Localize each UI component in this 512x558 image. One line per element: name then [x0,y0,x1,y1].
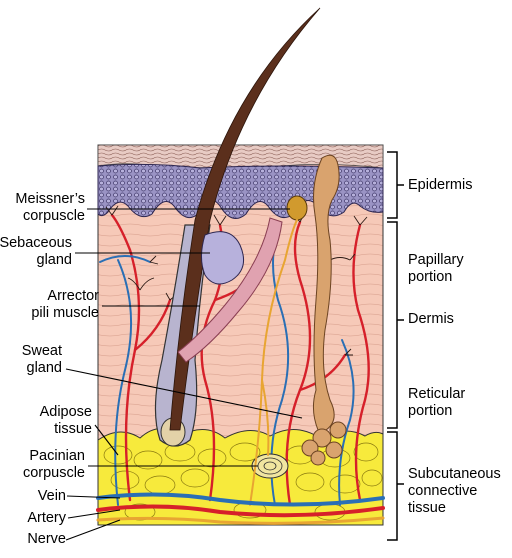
label-vein: Vein [37,488,66,504]
label-artery: Artery [27,510,66,526]
hair-shaft [169,7,321,431]
deep-vessels [96,492,385,525]
sweat-gland [301,154,347,466]
leader-lines [65,208,303,541]
layer-brackets [387,151,404,541]
label-dermis: Dermis [408,311,454,327]
sebaceous-gland [201,231,245,285]
arrector-pili-muscle [177,217,283,363]
deep-vein [96,492,385,507]
deep-nerve [96,516,385,525]
label-nerve: Nerve [27,531,66,547]
fat-cells [103,442,383,521]
dermal-veins [99,229,355,506]
meissners-corpuscle-shape [286,195,308,221]
label-epidermis: Epidermis [408,177,473,193]
dermal-nerves [249,219,298,506]
epidermis-layer [97,163,384,219]
deep-artery [96,504,385,518]
